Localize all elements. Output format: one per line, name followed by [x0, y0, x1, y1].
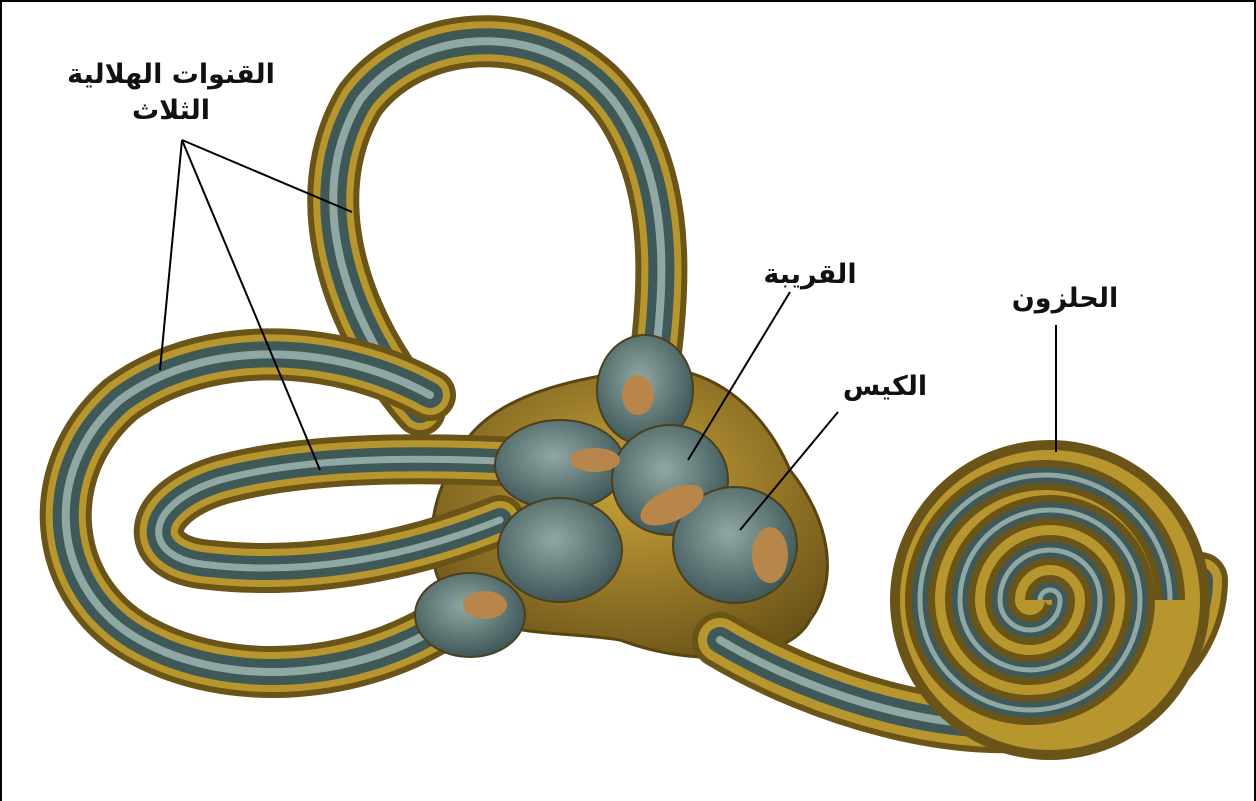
label-saccule: الكيس	[810, 370, 960, 404]
label-semicircular-canals-line2: الثلاث	[26, 94, 316, 128]
label-semicircular-canals-line1: القنوات الهلالية	[26, 58, 316, 92]
label-cochlea: الحلزون	[990, 282, 1140, 316]
label-utricle: القريبة	[735, 258, 885, 292]
cochlea-spiral	[890, 440, 1210, 760]
leader-canal-1	[160, 140, 182, 370]
posterior-canal	[66, 354, 450, 672]
